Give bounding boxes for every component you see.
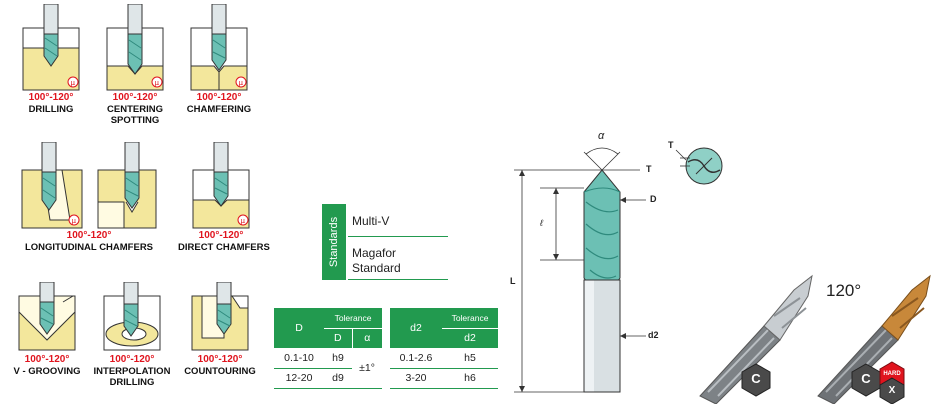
svg-text:μ: μ bbox=[239, 79, 244, 87]
standard-standard: Standard bbox=[352, 261, 401, 275]
tol-cell: h9 bbox=[324, 348, 352, 369]
tol-cell: d9 bbox=[324, 368, 352, 389]
standards-side-label: Standards bbox=[328, 216, 340, 268]
direct-chamfers-angle: 100°-120° bbox=[198, 230, 244, 241]
tip-angle-120: 120° bbox=[826, 281, 862, 300]
countouring-diagram bbox=[191, 282, 249, 351]
tolerance-header-1: Tolerance bbox=[324, 308, 382, 329]
longitudinal-chamfers-angle: 100°-120° bbox=[66, 230, 112, 241]
drilling-label: DRILLING bbox=[28, 104, 74, 115]
sub-d-header: D bbox=[324, 328, 353, 348]
chamfering-diagram: μ bbox=[190, 4, 248, 91]
application-countouring: 100°-120° COUNTOURING bbox=[180, 282, 260, 377]
v-grooving-angle: 100°-120° bbox=[24, 354, 70, 365]
standards-box: Standards Multi-V Magafor Standard bbox=[322, 204, 448, 280]
standard-multi-v: Multi-V bbox=[352, 214, 390, 228]
application-chamfering: μ 100°-120° CHAMFERING bbox=[182, 4, 256, 115]
interpolation-drilling-diagram bbox=[103, 282, 161, 351]
tolerance-table-d2: d2 Tolerance d2 0.1-2.6 h5 3-20 h6 bbox=[390, 308, 498, 389]
hardx-badge-bottom: X bbox=[888, 385, 896, 396]
interpolation-drilling-label-2: DRILLING bbox=[109, 377, 155, 388]
tol-cell: h5 bbox=[442, 348, 498, 369]
sub-d2-header: d2 bbox=[442, 328, 498, 348]
alpha-tol-cell: ±1° bbox=[352, 348, 382, 389]
d2-shank-label: d2 bbox=[648, 330, 659, 340]
drilling-angle: 100°-120° bbox=[28, 92, 74, 103]
standard-magafor: Magafor bbox=[352, 246, 397, 260]
d-diameter-label: D bbox=[650, 194, 657, 204]
range-cell: 3-20 bbox=[390, 368, 442, 389]
v-grooving-diagram bbox=[18, 282, 76, 351]
direct-chamfers-label: DIRECT CHAMFERS bbox=[178, 242, 270, 253]
sub-alpha-header: α bbox=[352, 328, 382, 348]
uncoated-tool-image bbox=[699, 274, 813, 404]
v-grooving-label: V - GROOVING bbox=[13, 366, 81, 377]
standards-bottom-line bbox=[348, 279, 448, 280]
chamfering-label: CHAMFERING bbox=[186, 104, 252, 115]
standards-divider bbox=[348, 236, 448, 237]
tol-cell: h6 bbox=[442, 368, 498, 389]
range-cell: 0.1-10 bbox=[274, 348, 324, 369]
tool-technical-drawing bbox=[514, 147, 723, 393]
svg-text:μ: μ bbox=[241, 217, 246, 225]
interpolation-drilling-label-1: INTERPOLATION bbox=[93, 366, 171, 377]
tolerance-table-d: D Tolerance D α 0.1-10 h9 ±1° 12-20 d9 bbox=[274, 308, 382, 389]
applications-panel: μ 100°-120° DRILLING μ 100°-120° CENTERI… bbox=[0, 0, 280, 404]
centering-spotting-angle: 100°-120° bbox=[112, 92, 158, 103]
coating-badge-c-1: C bbox=[751, 371, 761, 386]
flute-length-label: ℓ bbox=[540, 218, 543, 228]
col-d-header: D bbox=[274, 308, 324, 348]
svg-text:μ: μ bbox=[71, 79, 76, 87]
drilling-diagram: μ bbox=[22, 4, 80, 91]
coating-badge-c-2: C bbox=[861, 371, 871, 386]
longitudinal-chamfers-label: LONGITUDINAL CHAMFERS bbox=[24, 242, 154, 253]
svg-text:μ: μ bbox=[72, 217, 77, 225]
alpha-angle-label: α bbox=[598, 130, 605, 142]
centering-spotting-label-1: CENTERING bbox=[107, 104, 163, 115]
application-v-grooving: 100°-120° V - GROOVING bbox=[10, 282, 84, 377]
centering-spotting-label-2: SPOTTING bbox=[110, 115, 160, 126]
application-centering-spotting: μ 100°-120° CENTERING SPOTTING bbox=[98, 4, 172, 126]
range-cell: 12-20 bbox=[274, 368, 324, 389]
application-longitudinal-chamfers: μ 100°-120° LONGITUDINAL CHAMFERS bbox=[14, 142, 164, 253]
countouring-label: COUNTOURING bbox=[184, 366, 256, 377]
tolerance-header-2: Tolerance bbox=[442, 308, 498, 329]
application-drilling: μ 100°-120° DRILLING bbox=[14, 4, 88, 115]
application-interpolation-drilling: 100°-120° INTERPOLATION DRILLING bbox=[92, 282, 172, 388]
coated-tools-illustration bbox=[699, 274, 931, 404]
standards-side-tab: Standards bbox=[322, 204, 346, 280]
t-dimension-label: T bbox=[646, 164, 652, 174]
application-direct-chamfers: μ 100°-120° DIRECT CHAMFERS bbox=[178, 142, 270, 253]
hardx-badge-top: HARD bbox=[883, 371, 901, 377]
countouring-angle: 100°-120° bbox=[197, 354, 243, 365]
range-cell: 0.1-2.6 bbox=[390, 348, 442, 369]
svg-text:μ: μ bbox=[155, 79, 160, 87]
longitudinal-chamfers-diagram: μ bbox=[21, 142, 157, 229]
col-d2-header: d2 bbox=[390, 308, 442, 348]
interpolation-drilling-angle: 100°-120° bbox=[109, 354, 155, 365]
t-detail-label: T bbox=[668, 140, 674, 150]
overall-length-label: L bbox=[510, 276, 516, 286]
direct-chamfers-diagram: μ bbox=[192, 142, 250, 229]
centering-spotting-diagram: μ bbox=[106, 4, 164, 91]
chamfering-angle: 100°-120° bbox=[196, 92, 242, 103]
